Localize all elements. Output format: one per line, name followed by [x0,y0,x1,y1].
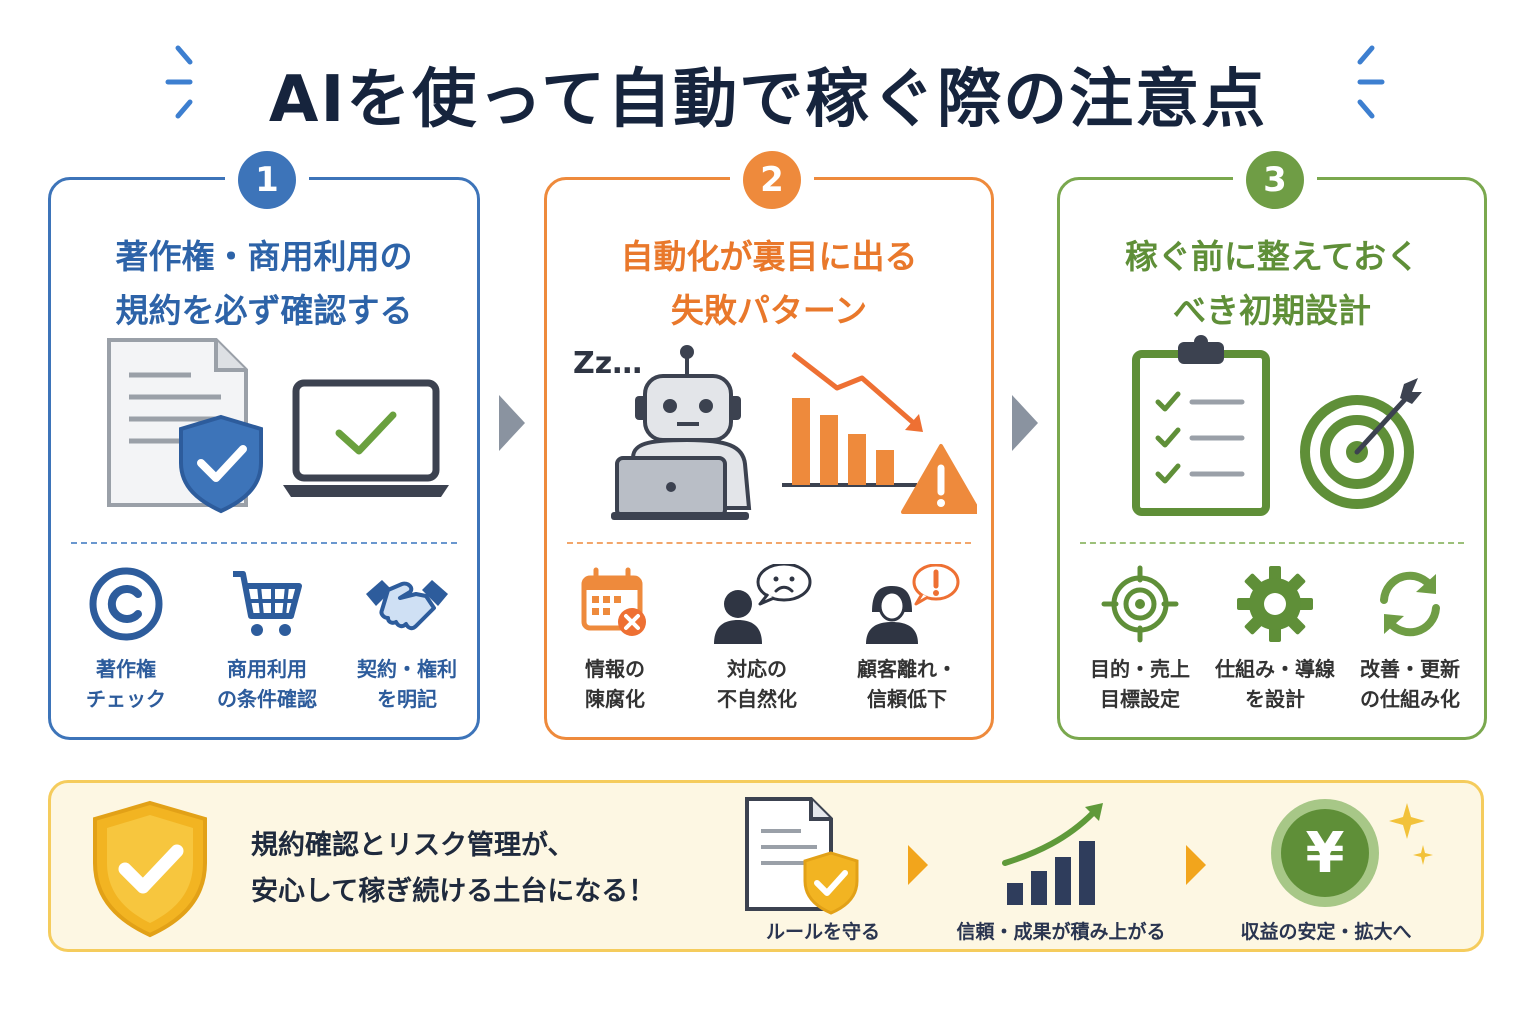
arrow-right-icon [499,395,525,451]
item-customer-loss: 顧客離れ・信頼低下 [837,564,977,714]
item-copyright-check: 著作権チェック [56,564,196,714]
card-title: 自動化が裏目に出る 失敗パターン [620,237,918,330]
arrow-right-icon [1012,395,1038,451]
confused-user-icon [714,564,812,644]
growth-chart-icon [1002,803,1103,905]
summary-message: 規約確認とリスク管理が、 安心して稼ぎ続ける土台になる！ [251,830,656,907]
arrow-right-icon [908,845,928,885]
target-crosshair-icon [1101,565,1179,643]
step-number-badge: 1 [238,151,296,209]
sparkle-icon [1389,803,1433,865]
sparkle-right-icon [1357,45,1385,119]
card-failure-patterns: 2 自動化が裏目に出る 失敗パターン Zz… [544,150,994,740]
step-number-badge: 2 [743,151,801,209]
item-goal-setting: 目的・売上目標設定 [1070,564,1210,714]
card-copyright: 1 著作権・商用利用の 規約を必ず確認する 著作権チェック [48,150,480,740]
item-contract-rights: 契約・権利を明記 [337,564,477,714]
calendar-error-icon [581,567,646,636]
item-unnatural-response: 対応の不自然化 [687,564,827,714]
divider [567,542,971,544]
step-label: 信頼・成果が積み上がる [956,921,1166,943]
robot-declining-chart-illustration [611,345,977,520]
card-title: 稼ぐ前に整えておく べき初期設計 [1124,237,1420,330]
document-shield-icon [745,797,859,915]
document-shield-laptop-illustration [107,338,449,514]
handshake-icon [366,580,448,631]
card-initial-design: 3 稼ぐ前に整えておく べき初期設計 [1057,150,1487,740]
copyright-icon [89,567,163,641]
step-number-badge: 3 [1246,151,1304,209]
shield-check-icon [93,800,207,938]
sparkle-left-icon [165,45,193,119]
divider [71,542,457,544]
summary-banner: 規約確認とリスク管理が、 安心して稼ぎ続ける土台になる！ ルールを守る 信頼・成… [48,780,1484,952]
shopping-cart-icon [233,571,302,636]
item-system-design: 仕組み・導線を設計 [1205,564,1345,714]
refresh-icon [1380,571,1440,637]
item-commercial-use: 商用利用の条件確認 [197,564,337,714]
step-label: ルールを守る [765,921,880,943]
gear-icon [1237,566,1313,642]
item-improvement-update: 改善・更新の仕組み化 [1340,564,1480,714]
card-title: 著作権・商用利用の 規約を必ず確認する [115,237,413,330]
alert-customer-icon [866,564,960,644]
item-outdated-info: 情報の陳腐化 [545,564,685,714]
step-label: 収益の安定・拡大へ [1240,921,1412,943]
page-title: AIを使って自動で稼ぐ際の注意点 [268,63,1268,137]
arrow-right-icon [1186,845,1206,885]
yen-coin-icon: ¥ [1271,799,1379,907]
sleep-zzz-text: Zz… [573,346,643,381]
divider [1080,542,1464,544]
clipboard-target-illustration [1132,335,1422,516]
